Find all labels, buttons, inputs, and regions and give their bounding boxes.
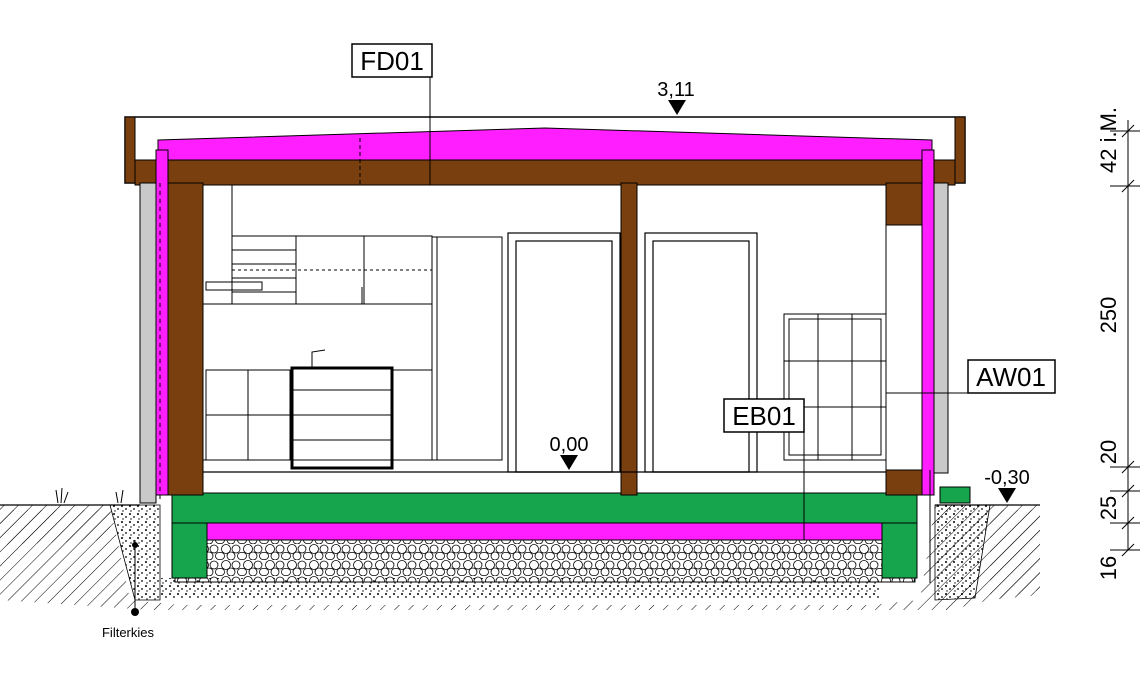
svg-text:3,11: 3,11 [657, 79, 694, 101]
wall-right [885, 149, 949, 583]
dimension-chain [1110, 120, 1140, 557]
label-roof: FD01 [351, 43, 433, 185]
doors [507, 232, 758, 473]
svg-text:-0,30: -0,30 [984, 467, 1030, 489]
level-marker-ground: -0,30 [984, 467, 1030, 503]
svg-text:AW01: AW01 [976, 362, 1046, 392]
shelf [783, 313, 887, 461]
dim-20: 20 [1096, 440, 1121, 464]
svg-text:Filterkies: Filterkies [102, 625, 155, 640]
floor-slab [171, 486, 971, 579]
roof-structure [124, 116, 966, 186]
svg-text:FD01: FD01 [360, 46, 424, 76]
wall-left [139, 149, 204, 504]
dim-16: 16 [1096, 556, 1121, 580]
center-post [620, 182, 638, 496]
dim-height: 250 [1096, 297, 1121, 334]
dim-roof: 42 i.M. [1096, 107, 1121, 173]
label-floor: EB01 [723, 398, 805, 540]
svg-text:EB01: EB01 [732, 401, 796, 431]
stone-bed [174, 539, 916, 583]
level-marker-floor: 0,00 [550, 434, 589, 470]
label-wall: AW01 [886, 359, 1056, 394]
kitchen-furniture [203, 185, 503, 470]
grass-tufts [55, 487, 124, 504]
label-gravel: Filterkies [102, 540, 155, 640]
svg-text:0,00: 0,00 [550, 434, 589, 456]
dim-25: 25 [1096, 496, 1121, 520]
filter-gravel [109, 504, 991, 601]
level-marker-top: 3,11 [657, 79, 695, 115]
